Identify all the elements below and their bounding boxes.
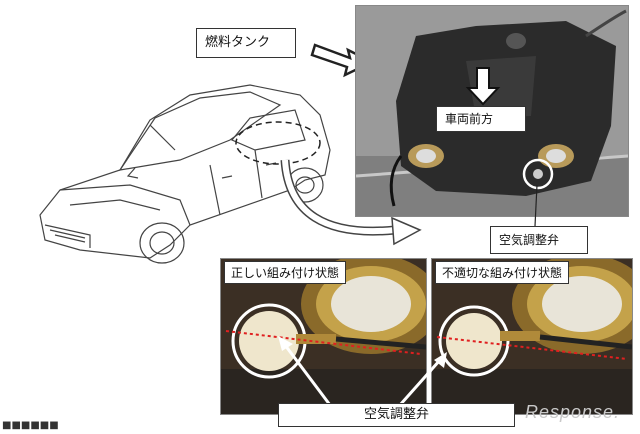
vehicle-front-label: 車両前方 (436, 106, 526, 132)
incorrect-install-photo (431, 258, 633, 415)
incorrect-install-caption: 不適切な組み付け状態 (435, 261, 570, 284)
correct-install-caption: 正しい組み付け状態 (224, 261, 347, 284)
air-valve-label-bottom: 空気調整弁 (278, 403, 515, 427)
red-reference-line-correct (225, 330, 422, 355)
footnote: ■■■■■■ (2, 420, 59, 431)
air-valve-label-top: 空気調整弁 (490, 226, 588, 254)
tank-location-marker (235, 121, 321, 165)
fuel-tank-label: 燃料タンク (196, 28, 296, 58)
red-reference-line-incorrect (436, 336, 628, 360)
response-watermark: Response. (525, 402, 621, 422)
